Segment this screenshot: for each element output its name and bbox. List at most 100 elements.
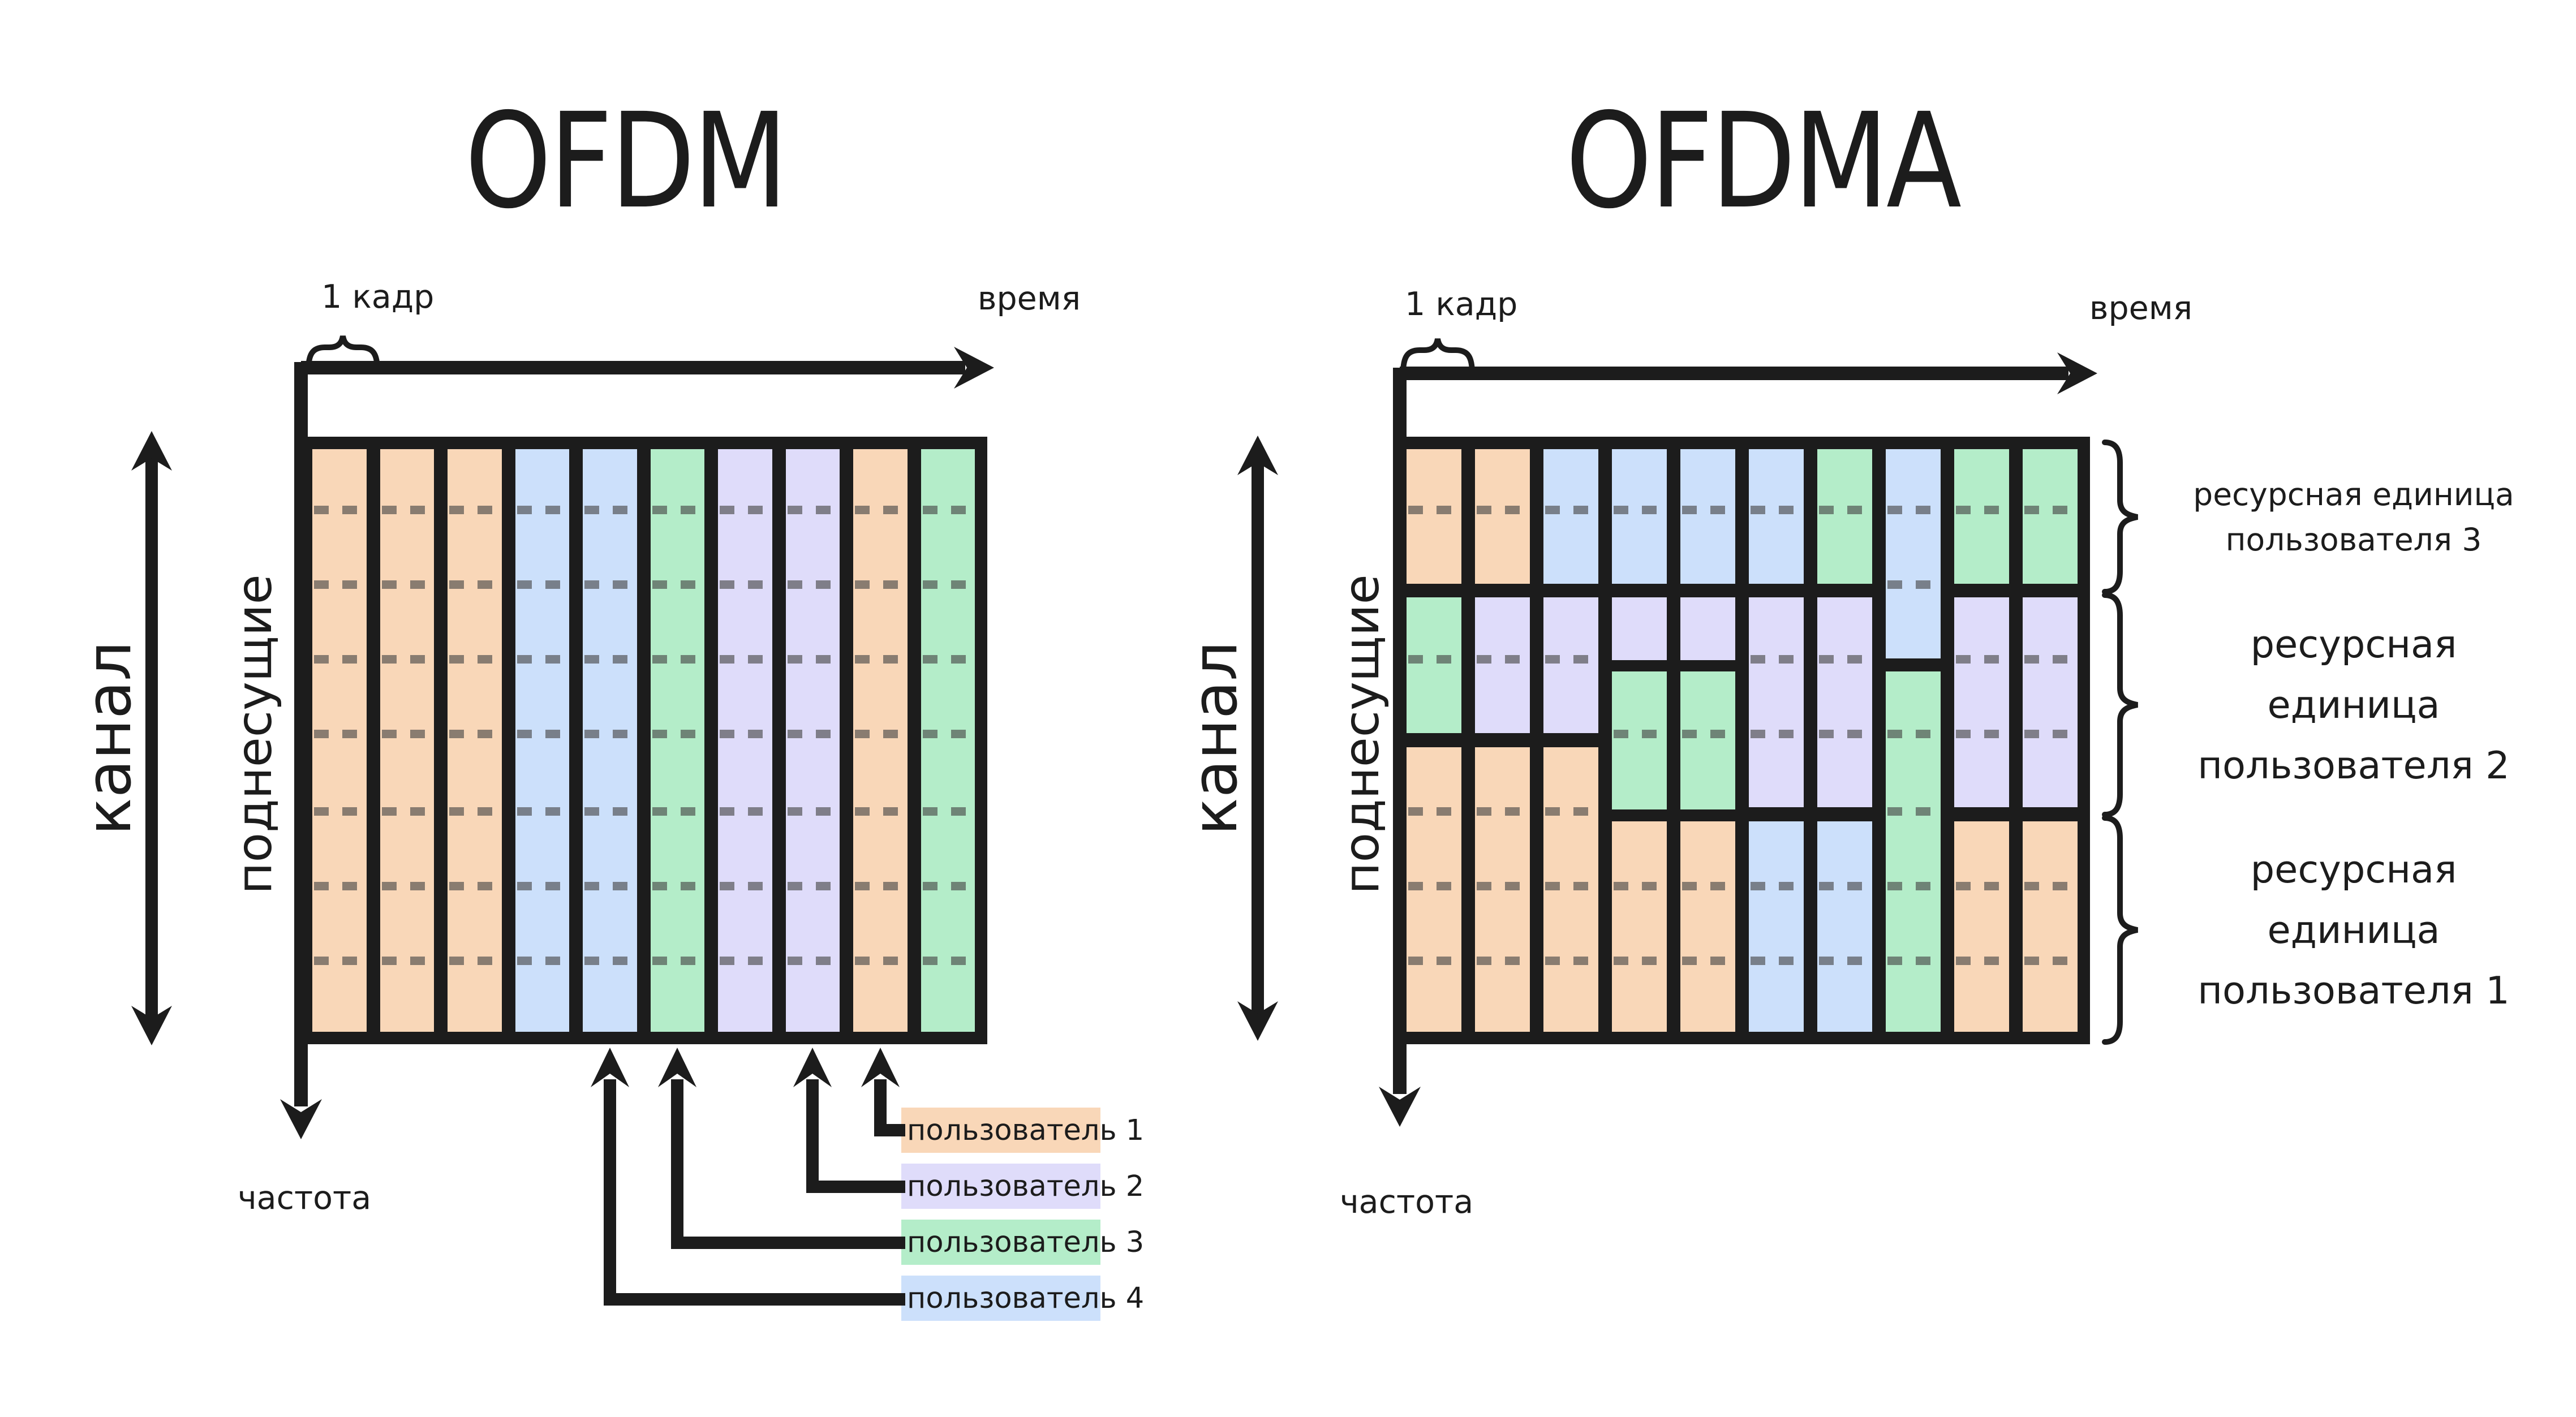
symbol-divider-dashes (1477, 506, 1528, 514)
legend-arrow-up-icon (658, 1048, 696, 1087)
legend-arrow-up-icon (793, 1048, 832, 1087)
symbol-divider-dashes (1887, 957, 1939, 965)
resource-block-user3 (1612, 671, 1667, 809)
resource-block-user1 (312, 449, 367, 1032)
ofdma-title: OFDMA (1565, 85, 1962, 238)
symbol-divider-dashes (381, 807, 432, 816)
symbol-divider-dashes (652, 730, 703, 738)
resource-block-user1 (1475, 449, 1530, 584)
symbol-divider-dashes (922, 580, 973, 589)
symbol-divider-dashes (2024, 730, 2076, 738)
resource-block-user1 (1407, 449, 1461, 584)
resource-block-user1 (1475, 747, 1530, 1032)
symbol-divider-dashes (1819, 655, 1870, 664)
symbol-divider-dashes (381, 580, 432, 589)
symbol-divider-dashes (517, 730, 567, 738)
symbol-divider-dashes (584, 655, 635, 664)
symbol-divider-dashes (584, 807, 635, 816)
ofdm-time-label: время (977, 280, 1081, 317)
symbol-divider-dashes (517, 580, 567, 589)
symbol-divider-dashes (1887, 807, 1939, 816)
ofdma-frame-brace-icon (1400, 338, 1475, 374)
resource-block-user1 (448, 449, 502, 1032)
symbol-divider-dashes (855, 957, 906, 965)
symbol-divider-dashes (720, 882, 771, 890)
resource-block-user4 (1543, 449, 1598, 584)
resource-block-user4 (1749, 821, 1804, 1032)
legend-connector-user2 (806, 1079, 905, 1193)
symbol-divider-dashes (1887, 506, 1939, 514)
symbol-divider-dashes (1956, 882, 2007, 890)
legend-arrow-up-icon (591, 1048, 629, 1087)
symbol-divider-dashes (1819, 506, 1870, 514)
legend-connector-user3 (671, 1079, 905, 1249)
symbol-divider-dashes (314, 655, 365, 664)
grid-column (785, 449, 840, 1032)
resource-block-user2 (785, 449, 840, 1032)
symbol-divider-dashes (1751, 730, 1802, 738)
symbol-divider-dashes (787, 580, 838, 589)
ofdma-channel-arrow-up-icon (1237, 436, 1278, 475)
symbol-divider-dashes (1408, 655, 1460, 664)
legend-item-user3: пользователь 3 (901, 1220, 1144, 1265)
ofdma-channel-arrow-down-icon (1237, 1001, 1278, 1041)
resource-block-user3 (650, 449, 704, 1032)
symbol-divider-dashes (1477, 882, 1528, 890)
ofdm-channel-arrow-down-icon (131, 1006, 172, 1045)
ofdm-frequency-label: частота (238, 1179, 372, 1217)
resource-unit-label-line: единица (2267, 682, 2440, 727)
symbol-divider-dashes (922, 506, 973, 514)
symbol-divider-dashes (922, 730, 973, 738)
resource-block-user1 (380, 449, 434, 1032)
grid-column (921, 449, 975, 1032)
resource-block-user2 (1475, 597, 1530, 733)
resource-block-user4 (515, 449, 569, 1032)
symbol-divider-dashes (720, 506, 771, 514)
legend-item-user2: пользователь 2 (901, 1164, 1144, 1209)
symbol-divider-dashes (1956, 730, 2007, 738)
resource-block-user2 (1817, 597, 1872, 807)
resource-unit-label-line: единица (2267, 907, 2440, 952)
symbol-divider-dashes (1751, 882, 1802, 890)
symbol-divider-dashes (1614, 506, 1665, 514)
resource-block-user1 (853, 449, 908, 1032)
resource-unit-label-line: ресурсная (2250, 622, 2457, 666)
resource-block-user1 (1612, 821, 1667, 1032)
symbol-divider-dashes (1545, 882, 1597, 890)
symbol-divider-dashes (1614, 882, 1665, 890)
resource-block-user1 (2023, 821, 2078, 1032)
resource-block-user2 (2023, 597, 2078, 807)
resource-block-user3 (2023, 449, 2078, 584)
symbol-divider-dashes (855, 580, 906, 589)
symbol-divider-dashes (922, 807, 973, 816)
symbol-divider-dashes (1956, 957, 2007, 965)
ofdm-title: OFDM (465, 85, 788, 238)
symbol-divider-dashes (652, 957, 703, 965)
symbol-divider-dashes (1682, 506, 1734, 514)
symbol-divider-dashes (855, 730, 906, 738)
symbol-divider-dashes (1819, 957, 1870, 965)
symbol-divider-dashes (1682, 957, 1734, 965)
symbol-divider-dashes (381, 957, 432, 965)
resource-block-user4 (1680, 449, 1735, 584)
symbol-divider-dashes (1408, 506, 1460, 514)
grid-column (448, 449, 502, 1032)
symbol-divider-dashes (720, 807, 771, 816)
symbol-divider-dashes (381, 655, 432, 664)
symbol-divider-dashes (449, 882, 500, 890)
symbol-divider-dashes (787, 730, 838, 738)
resource-block-user1 (1407, 747, 1461, 1032)
symbol-divider-dashes (787, 807, 838, 816)
grid-column (1407, 449, 1461, 1032)
resource-block-user1 (1954, 821, 2009, 1032)
resource-block-user4 (1612, 449, 1667, 584)
symbol-divider-dashes (1408, 882, 1460, 890)
symbol-divider-dashes (1819, 730, 1870, 738)
resource-unit-label-line: пользователя 3 (2225, 522, 2482, 558)
symbol-divider-dashes (381, 882, 432, 890)
resource-block-user4 (1749, 449, 1804, 584)
symbol-divider-dashes (449, 730, 500, 738)
